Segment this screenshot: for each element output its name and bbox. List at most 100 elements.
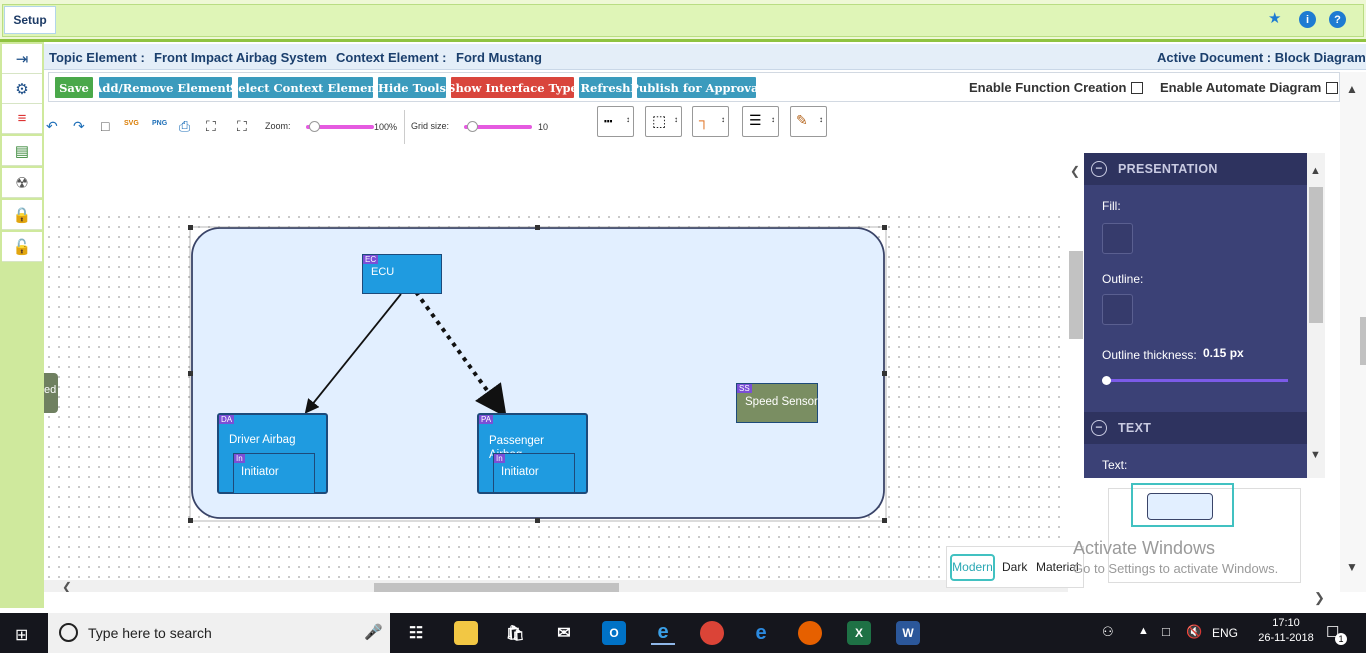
enable-function-creation[interactable]: Enable Function Creation	[969, 80, 1144, 95]
line-style-dropdown[interactable]: ┅↕	[597, 106, 634, 137]
notification-badge: 1	[1335, 633, 1347, 645]
fill-swatch[interactable]	[1102, 223, 1133, 254]
text-header[interactable]: −TEXT	[1084, 412, 1307, 444]
theme-dark-button[interactable]: Dark	[1002, 560, 1028, 574]
collapse-icon[interactable]: −	[1091, 161, 1107, 177]
save-button[interactable]: Save	[55, 77, 93, 98]
scroll-up-icon[interactable]: ▲	[1310, 165, 1321, 177]
side-panel-tab[interactable]: ed	[44, 373, 58, 413]
people-icon[interactable]: ⚇	[1102, 624, 1114, 639]
passenger-airbag-block[interactable]: PA Passenger Airbag In Initiator	[477, 413, 588, 494]
refresh-button[interactable]: Refresh	[579, 77, 632, 98]
language-indicator[interactable]: ENG	[1212, 626, 1239, 640]
new-page-icon[interactable]: □	[101, 118, 110, 134]
ecu-to-passenger-connector[interactable]	[414, 290, 507, 418]
list-icon[interactable]: ▤	[2, 136, 42, 166]
tray-chevron-icon[interactable]: ▲	[1138, 625, 1149, 637]
outline-thickness-slider[interactable]	[1104, 379, 1288, 382]
internet-explorer-icon[interactable]: e	[651, 621, 675, 645]
padlock-icon[interactable]: 🔓	[2, 232, 42, 262]
minimap-viewport[interactable]	[1131, 483, 1234, 527]
outline-swatch[interactable]	[1102, 294, 1133, 325]
help-icon[interactable]: ?	[1329, 11, 1346, 28]
mail-icon[interactable]: ✉	[557, 625, 571, 642]
windows-start-icon[interactable]: ⊞	[15, 627, 29, 644]
grid-slider-handle[interactable]	[467, 121, 479, 132]
scroll-down-icon[interactable]: ▼	[1346, 560, 1358, 574]
driver-airbag-block[interactable]: DA Driver Airbag In Initiator	[217, 413, 328, 494]
theme-modern-button[interactable]: Modern	[950, 554, 995, 581]
volume-icon[interactable]: 🔇	[1186, 624, 1203, 639]
setup-tab[interactable]: Setup	[4, 6, 56, 34]
network-icon[interactable]: □	[1162, 624, 1170, 639]
minimap[interactable]	[1108, 483, 1301, 583]
zoom-slider-handle[interactable]	[309, 121, 321, 132]
scroll-right-icon[interactable]: ❯	[1314, 590, 1325, 605]
microphone-icon[interactable]: 🎤	[364, 624, 383, 641]
canvas-vertical-scrollbar[interactable]: ❮	[1068, 150, 1084, 600]
thickness-slider-handle[interactable]	[1102, 376, 1111, 385]
scroll-up-icon[interactable]: ▲	[1346, 82, 1358, 96]
pin-icon[interactable]: ★	[1268, 10, 1282, 27]
outlook-icon[interactable]: O	[602, 621, 626, 645]
redo-icon[interactable]: ↷	[73, 118, 85, 134]
file-explorer-icon[interactable]	[454, 621, 478, 645]
add-remove-elements-button[interactable]: Add/Remove Elements	[94, 77, 238, 98]
taskbar-search-box[interactable]: Type here to search 🎤	[48, 613, 390, 653]
publish-for-approval-button[interactable]: Publish for Approval	[630, 77, 763, 98]
theme-material-button[interactable]: Material	[1036, 560, 1079, 574]
ecu-block[interactable]: EC ECU	[362, 254, 442, 294]
layers-icon[interactable]: ≡	[2, 104, 42, 134]
enable-function-checkbox[interactable]	[1131, 81, 1144, 94]
diagram-canvas[interactable]: EC ECU DA Driver Airbag In Initiator PA …	[44, 212, 1068, 580]
firefox-icon[interactable]	[798, 621, 822, 645]
fullscreen-icon[interactable]: ⛶	[237, 118, 247, 134]
horizontal-scroll-thumb[interactable]	[374, 583, 619, 592]
print-icon[interactable]: ⎙	[179, 118, 191, 134]
word-icon[interactable]: W	[896, 621, 920, 645]
theme-palette-dropdown[interactable]: ✎↕	[790, 106, 827, 137]
line-width-dropdown[interactable]: ☰↕	[742, 106, 779, 137]
scroll-up-icon[interactable]: ❮	[1070, 164, 1081, 178]
collapse-icon[interactable]: −	[1091, 420, 1107, 436]
svg-export-icon[interactable]: SVG	[124, 120, 139, 127]
panel-scroll-thumb[interactable]	[1309, 187, 1323, 323]
scroll-left-icon[interactable]: ❮	[62, 580, 73, 594]
enable-automate-checkbox[interactable]	[1326, 81, 1339, 94]
chrome-icon[interactable]	[700, 621, 724, 645]
enable-automate-diagram[interactable]: Enable Automate Diagram	[1160, 80, 1339, 95]
driver-initiator-block[interactable]: In Initiator	[233, 453, 315, 494]
selection-handles[interactable]	[188, 225, 887, 523]
fit-icon[interactable]: ⛶	[206, 118, 216, 134]
undo-icon[interactable]: ↶	[46, 118, 58, 134]
scroll-down-icon[interactable]: ▼	[1310, 449, 1321, 461]
hide-tools-button[interactable]: Hide Tools	[378, 77, 446, 98]
presentation-header[interactable]: −PRESENTATION	[1084, 153, 1307, 185]
page-scrollbar[interactable]: ▲ ▼	[1340, 72, 1366, 592]
edge-icon[interactable]: e	[755, 621, 767, 644]
expand-icon[interactable]: ⇥	[2, 44, 42, 74]
passenger-initiator-block[interactable]: In Initiator	[493, 453, 575, 492]
clock[interactable]: 17:10 26-11-2018	[1255, 617, 1317, 644]
hazard-icon[interactable]: ☢	[2, 168, 42, 198]
select-box-dropdown[interactable]: ⬚↕	[645, 106, 682, 137]
show-interface-type-button[interactable]: Show Interface Type	[447, 77, 578, 98]
vertical-scroll-thumb[interactable]	[1069, 251, 1083, 339]
select-context-element-button[interactable]: Select Context Element	[230, 77, 381, 98]
png-export-icon[interactable]: PNG	[152, 120, 168, 127]
excel-icon[interactable]: X	[847, 621, 871, 645]
topic-value: Front Impact Airbag System	[154, 50, 327, 65]
ecu-to-driver-connector[interactable]	[304, 293, 402, 414]
store-icon[interactable]: 🛍	[505, 625, 525, 642]
grid-size-slider[interactable]	[464, 121, 532, 132]
speed-sensor-block[interactable]: SS Speed Sensor	[736, 383, 818, 423]
connector-dropdown[interactable]: ┐↕	[692, 106, 729, 137]
page-scroll-thumb[interactable]	[1360, 317, 1366, 365]
lock-icon[interactable]: 🔒	[2, 200, 42, 230]
zoom-slider[interactable]	[306, 121, 374, 132]
info-icon[interactable]: i	[1299, 11, 1316, 28]
panel-scrollbar[interactable]: ▲ ▼	[1307, 153, 1325, 478]
settings-icon[interactable]: ⚙	[2, 74, 42, 104]
enable-function-label: Enable Function Creation	[969, 80, 1127, 95]
task-view-icon[interactable]: ☷	[408, 625, 424, 642]
